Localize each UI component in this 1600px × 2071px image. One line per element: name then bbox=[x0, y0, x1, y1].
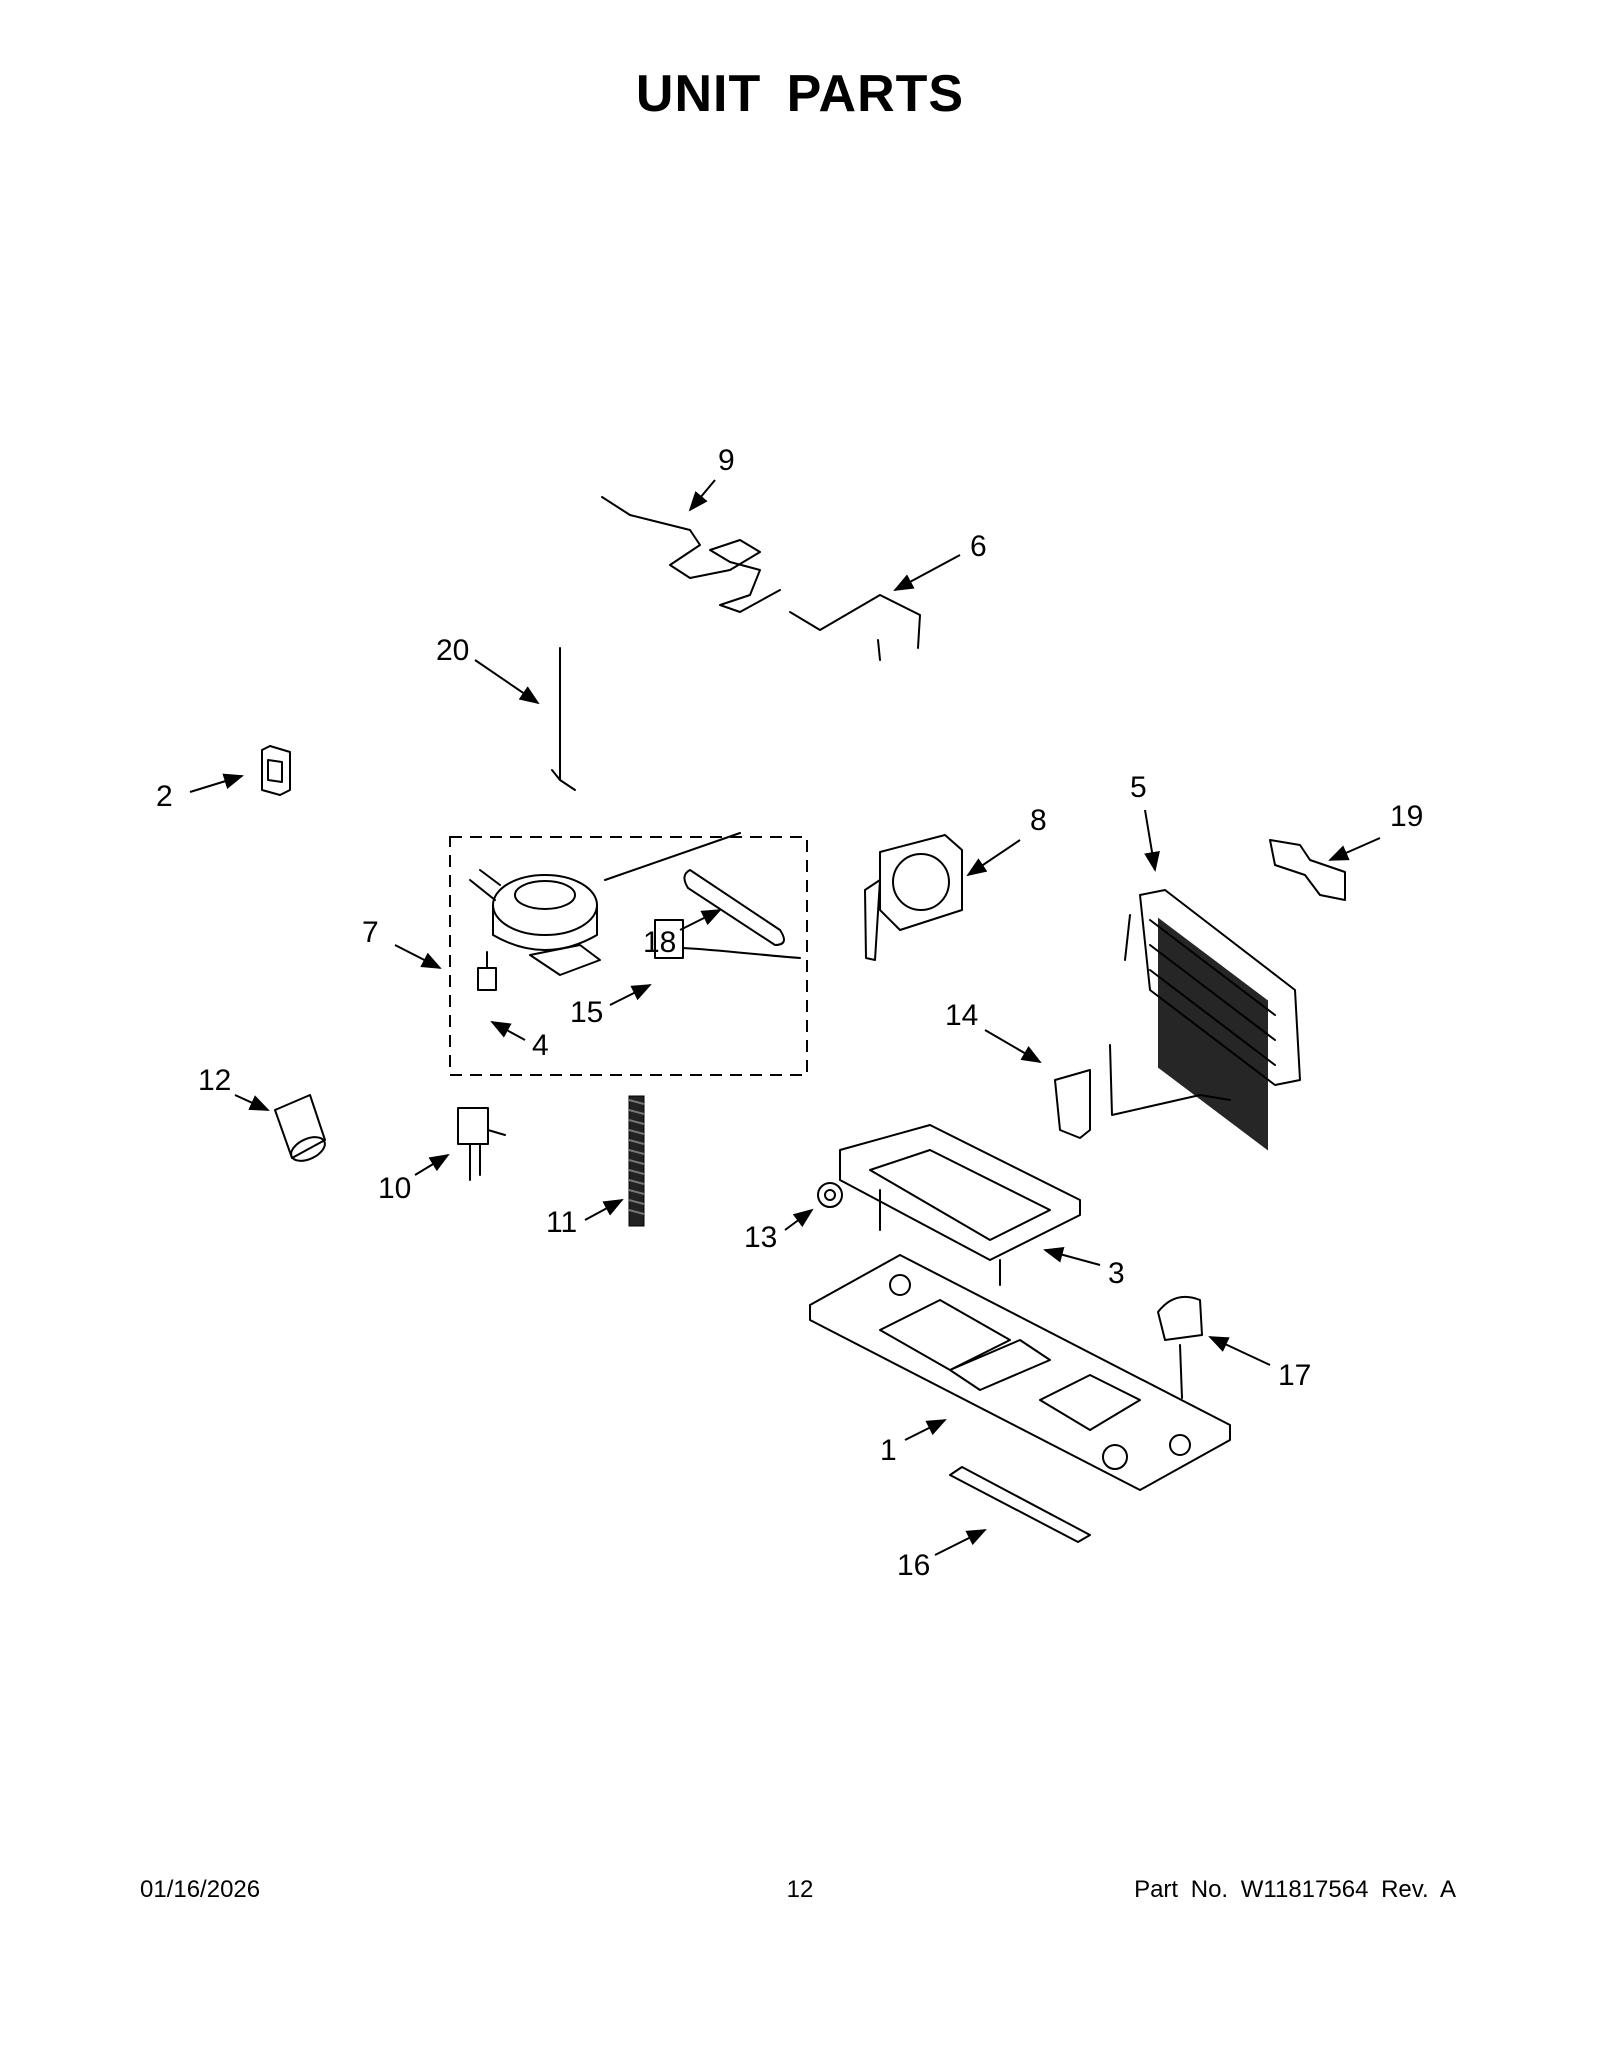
callout-19: 19 bbox=[1390, 800, 1423, 833]
part-11-drain-hose bbox=[628, 1095, 645, 1227]
part-18-drier bbox=[604, 832, 785, 946]
callout-20: 20 bbox=[436, 634, 469, 667]
part-5-condenser bbox=[1109, 889, 1301, 1151]
part-17-cover bbox=[1157, 1296, 1203, 1399]
footer-date: 01/16/2026 bbox=[140, 1876, 261, 1903]
callout-5: 5 bbox=[1130, 771, 1147, 804]
callout-12: 12 bbox=[198, 1064, 231, 1097]
callout-6: 6 bbox=[970, 530, 987, 563]
callout-16: 16 bbox=[897, 1549, 930, 1582]
callout-4: 4 bbox=[532, 1029, 549, 1062]
footer-part-number: Part No. W11817564 Rev. A bbox=[1134, 1876, 1456, 1903]
callout-7: 7 bbox=[362, 916, 379, 949]
footer-page-number: 12 bbox=[786, 1876, 814, 1903]
callout-14: 14 bbox=[945, 999, 978, 1032]
callout-3: 3 bbox=[1108, 1257, 1125, 1290]
leader-arrows bbox=[189, 479, 1381, 1556]
part-8-fan-shroud bbox=[864, 834, 963, 961]
callout-1: 1 bbox=[880, 1434, 897, 1467]
part-9-tubing bbox=[601, 496, 781, 613]
callout-9: 9 bbox=[718, 444, 735, 477]
part-20-wire bbox=[551, 647, 576, 791]
part-6-bent-tube bbox=[789, 594, 921, 661]
callout-8: 8 bbox=[1030, 804, 1047, 837]
part-1-base-plate bbox=[809, 1254, 1231, 1491]
part-16-strip bbox=[949, 1466, 1091, 1543]
callout-13: 13 bbox=[744, 1221, 777, 1254]
part-7-compressor bbox=[469, 869, 601, 976]
part-2-clip bbox=[261, 745, 291, 796]
part-3-tray bbox=[839, 1124, 1081, 1286]
part-10-start-device bbox=[457, 1107, 506, 1181]
callout-17: 17 bbox=[1278, 1359, 1311, 1392]
callout-15: 15 bbox=[570, 996, 603, 1029]
callout-11: 11 bbox=[546, 1206, 577, 1239]
page-title: UNIT PARTS bbox=[635, 65, 965, 123]
callout-2: 2 bbox=[156, 780, 173, 813]
part-14-bracket bbox=[1054, 1069, 1091, 1139]
part-12-capacitor bbox=[274, 1094, 326, 1162]
callout-10: 10 bbox=[378, 1172, 411, 1205]
assembly-group-box bbox=[449, 836, 808, 1076]
part-19-bracket bbox=[1269, 839, 1346, 901]
part-13-grommet bbox=[817, 1182, 843, 1208]
callout-18: 18 bbox=[643, 926, 676, 959]
part-15-relay bbox=[654, 919, 801, 959]
part-4-grommet bbox=[477, 951, 497, 991]
